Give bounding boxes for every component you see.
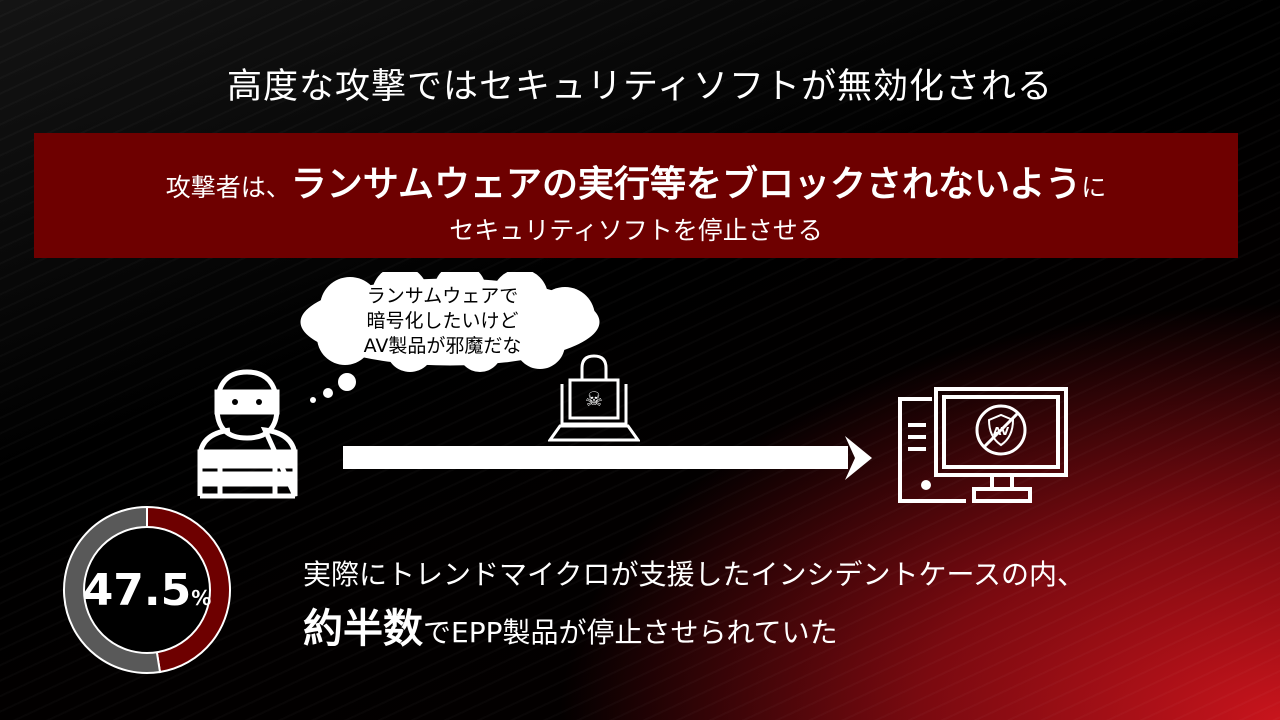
ransomware-laptop-icon: ☠: [548, 354, 640, 442]
percentage-unit: %: [191, 586, 212, 610]
thought-line: 暗号化したいけど: [366, 310, 519, 332]
thought-line: ランサムウェアで: [366, 285, 519, 307]
attack-arrow: [343, 436, 872, 480]
percentage-value: 47.5: [82, 565, 192, 616]
stat-line2: 約半数でEPP製品が停止させられていた: [303, 596, 838, 654]
banner-emphasis: ランサムウェアの実行等をブロックされないよう: [290, 164, 1082, 205]
thought-line: AV製品が邪魔だな: [363, 335, 522, 357]
attacker-icon: [197, 369, 298, 499]
thought-cloud: [299, 272, 601, 372]
svg-text:AV: AV: [993, 425, 1010, 438]
stat-emphasis: 約半数: [303, 606, 423, 652]
banner-line2: セキュリティソフトを停止させる: [449, 216, 823, 245]
stat-line2-rest: でEPP製品が停止させられていた: [423, 616, 838, 649]
banner-prefix: 攻撃者は、: [165, 173, 291, 202]
computer-av-disabled-icon: AV: [898, 387, 1068, 503]
donut-chart: [63, 505, 231, 674]
banner-suffix: に: [1081, 173, 1107, 202]
slide-title: 高度な攻撃ではセキュリティソフトが無効化される: [227, 67, 1053, 107]
donut-hole: [83, 526, 211, 654]
thought-bubbles: [310, 373, 356, 403]
stat-line1: 実際にトレンドマイクロが支援したインシデントケースの内、: [303, 558, 1086, 591]
percentage-label: 47.5%: [62, 565, 232, 616]
banner: 攻撃者は、ランサムウェアの実行等をブロックされないように セキュリティソフトを停…: [34, 133, 1238, 258]
thought-text: ランサムウェアで 暗号化したいけど AV製品が邪魔だな: [340, 284, 545, 359]
banner-line1: 攻撃者は、ランサムウェアの実行等をブロックされないように: [34, 155, 1238, 207]
svg-text:☠: ☠: [585, 387, 603, 411]
